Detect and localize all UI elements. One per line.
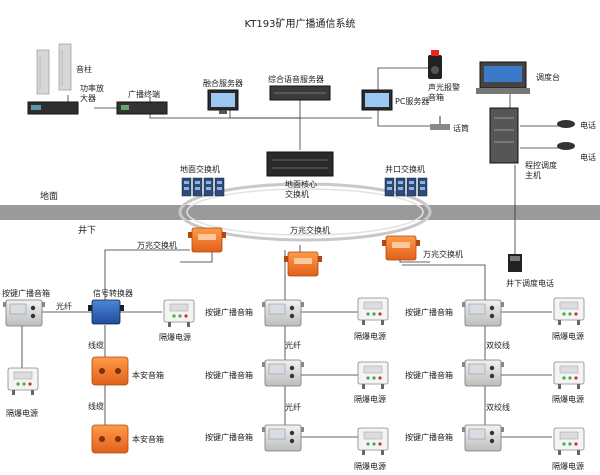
signal-converter-icon <box>88 299 124 325</box>
broadcast-box-label: 按键广播音箱 <box>405 370 453 380</box>
underground-phone-icon <box>508 254 522 272</box>
power-icon <box>357 297 389 326</box>
phone-label-1: 电话 <box>580 120 596 130</box>
power-amp-icon <box>27 101 79 115</box>
twisted-pair-label: 双绞线 <box>486 340 510 350</box>
microphone-label: 话筒 <box>453 123 469 133</box>
broadcast-box-label: 按键广播音箱 <box>205 307 253 317</box>
power-icon <box>553 297 585 326</box>
broadcast-box-icon <box>461 424 505 452</box>
power-label: 隔爆电源 <box>552 331 584 341</box>
broadcast-terminal-label: 广播终端 <box>128 89 160 99</box>
broadcast-box-icon <box>261 424 305 452</box>
phone-label-2: 电话 <box>580 152 596 162</box>
broadcast-box-icon <box>261 299 305 327</box>
safe-speaker-label: 本安音箱 <box>132 370 164 380</box>
gigabit-switch-left-icon <box>187 227 227 253</box>
broadcast-box-label: 按键广播音箱 <box>405 307 453 317</box>
fiber-label: 光纤 <box>285 402 301 412</box>
safe-speaker-icon <box>91 424 129 454</box>
gigabit-switch-left-label: 万兆交换机 <box>137 240 177 250</box>
ground-label-underground: 井下 <box>78 224 96 236</box>
twisted-pair-label: 双绞线 <box>486 402 510 412</box>
dispatch-console-label: 调度台 <box>536 72 560 82</box>
broadcast-box-label: 按键广播音箱 <box>2 288 50 298</box>
power-icon <box>357 427 389 456</box>
power-icon <box>553 427 585 456</box>
gigabit-switch-mid-icon <box>283 251 323 277</box>
gigabit-switch-right-label: 万兆交换机 <box>423 249 463 259</box>
broadcast-terminal-icon <box>116 101 168 115</box>
underground-phone-label: 井下调度电话 <box>506 278 554 288</box>
cable-label: 线缆 <box>88 401 104 411</box>
ground-band <box>0 205 600 220</box>
dispatch-console-icon <box>476 61 530 94</box>
phone-icon <box>557 120 575 150</box>
broadcast-box-label: 按键广播音箱 <box>205 432 253 442</box>
broadcast-box-label: 按键广播音箱 <box>405 432 453 442</box>
cable-label: 线缆 <box>88 340 104 350</box>
wellhead-switch-label: 井口交换机 <box>385 164 425 174</box>
safe-speaker-label: 本安音箱 <box>132 434 164 444</box>
fiber-label: 光纤 <box>285 340 301 350</box>
diagram-title: KT193矿用广播通信系统 <box>245 17 356 30</box>
alarm-speaker-label: 声光报警音箱 <box>428 82 460 102</box>
gigabit-switch-right-icon <box>381 235 421 261</box>
power-label: 隔爆电源 <box>354 331 386 341</box>
wellhead-switch-icon <box>384 177 428 197</box>
speaker-column-label: 音柱 <box>76 64 92 74</box>
alarm-speaker-icon <box>428 50 442 79</box>
voice-server-icon <box>269 85 331 101</box>
power-amp-label: 功率放大器 <box>80 83 104 103</box>
broadcast-box-label: 按键广播音箱 <box>205 370 253 380</box>
broadcast-box-icon <box>461 359 505 387</box>
voice-server-label: 综合语音服务器 <box>268 74 324 84</box>
power-label: 隔爆电源 <box>354 394 386 404</box>
fusion-server-label: 融合服务器 <box>203 78 243 88</box>
power-label: 隔爆电源 <box>354 461 386 471</box>
power-icon <box>357 361 389 390</box>
power-icon <box>7 367 39 396</box>
power-label: 隔爆电源 <box>6 408 38 418</box>
power-label: 隔爆电源 <box>159 332 191 342</box>
broadcast-box-icon <box>461 299 505 327</box>
core-switch-icon <box>266 151 334 177</box>
gigabit-switch-mid-label: 万兆交换机 <box>290 225 330 235</box>
fusion-server-icon <box>207 89 239 114</box>
fiber-label: 光纤 <box>56 301 72 311</box>
power-icon <box>163 299 195 328</box>
signal-converter-label: 信号转换器 <box>93 288 133 298</box>
surface-switch-icon <box>181 177 225 197</box>
microphone-icon <box>430 116 450 130</box>
ground-label-surface: 地面 <box>40 190 58 202</box>
core-switch-label: 地面核心交换机 <box>285 179 317 199</box>
power-label: 隔爆电源 <box>552 394 584 404</box>
pc-server-icon <box>361 89 393 111</box>
ring-network <box>178 182 432 242</box>
speaker-column-icon <box>36 43 72 95</box>
controller-label: 程控调度主机 <box>525 160 557 180</box>
broadcast-box-icon <box>2 299 46 327</box>
power-label: 隔爆电源 <box>552 461 584 471</box>
controller-icon <box>489 107 519 164</box>
safe-speaker-icon <box>91 356 129 386</box>
power-icon <box>553 361 585 390</box>
pc-server-label: PC服务器 <box>395 96 429 106</box>
surface-switch-label: 地面交换机 <box>180 164 220 174</box>
broadcast-box-icon <box>261 359 305 387</box>
